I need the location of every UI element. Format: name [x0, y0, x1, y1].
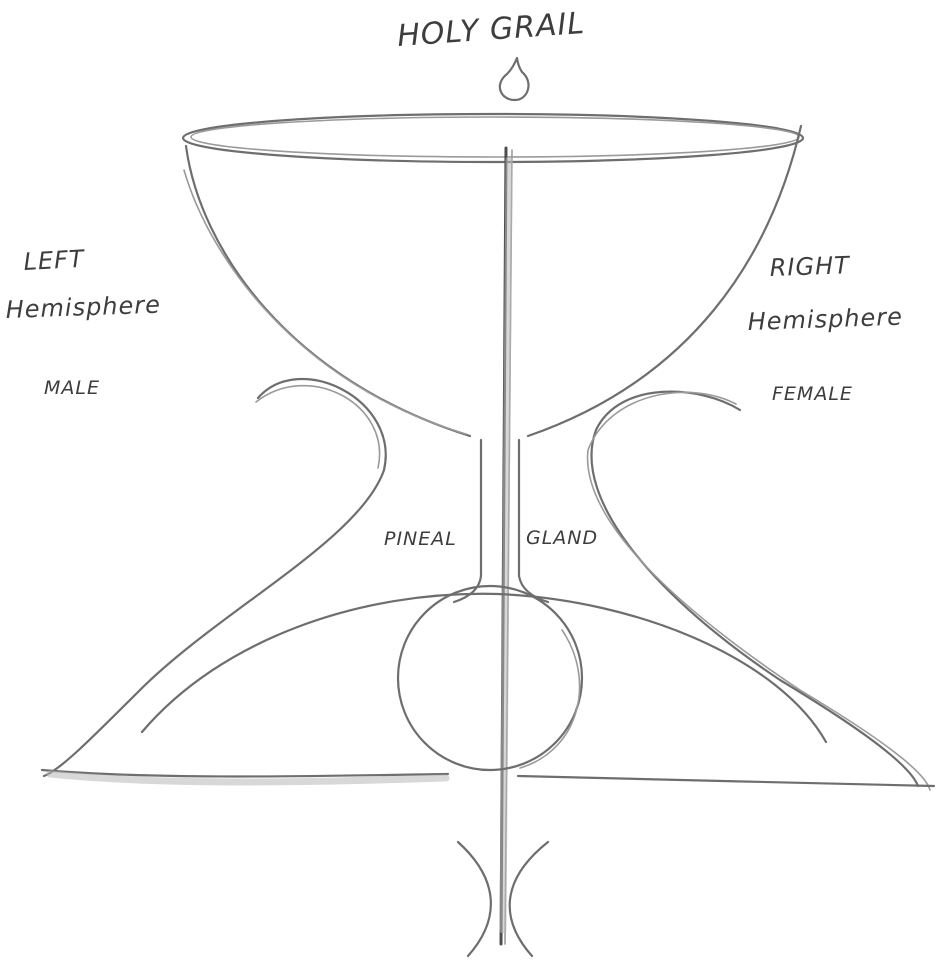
- cup-bowl-right: [528, 126, 801, 436]
- left-label-line1: LEFT: [23, 245, 87, 276]
- right-hemisphere-curve: [592, 392, 919, 786]
- right-hemisphere-curve-sketch: [588, 392, 930, 790]
- cup-bowl-left-sketch: [184, 170, 466, 434]
- inner-arc-right: [498, 594, 826, 742]
- drop-shape: [500, 58, 529, 100]
- base-line-right: [518, 776, 934, 786]
- pineal-label: PINEAL: [384, 528, 457, 550]
- cup-rim-sketch-line: [191, 117, 799, 157]
- title-label: HOLY GRAIL: [396, 6, 586, 54]
- left-gender-label: MALE: [44, 377, 100, 399]
- bottom-strand-left: [458, 842, 491, 956]
- left-hemisphere-curve: [44, 379, 386, 776]
- left-label-line2: Hemisphere: [5, 291, 161, 324]
- left-hemisphere-curve-sketch: [256, 386, 380, 468]
- inner-arc-left: [142, 594, 498, 732]
- pineal-gland-circle: [398, 586, 582, 770]
- right-label-line2: Hemisphere: [747, 303, 903, 336]
- right-gender-label: FEMALE: [772, 383, 853, 405]
- right-label-line1: RIGHT: [769, 251, 851, 282]
- gland-label: GLAND: [526, 527, 598, 549]
- bottom-strand-right: [510, 842, 548, 956]
- cup-rim: [183, 114, 803, 162]
- cup-bowl-left: [186, 146, 470, 436]
- cup-neck-right: [519, 440, 548, 602]
- cup-neck-left: [454, 440, 481, 602]
